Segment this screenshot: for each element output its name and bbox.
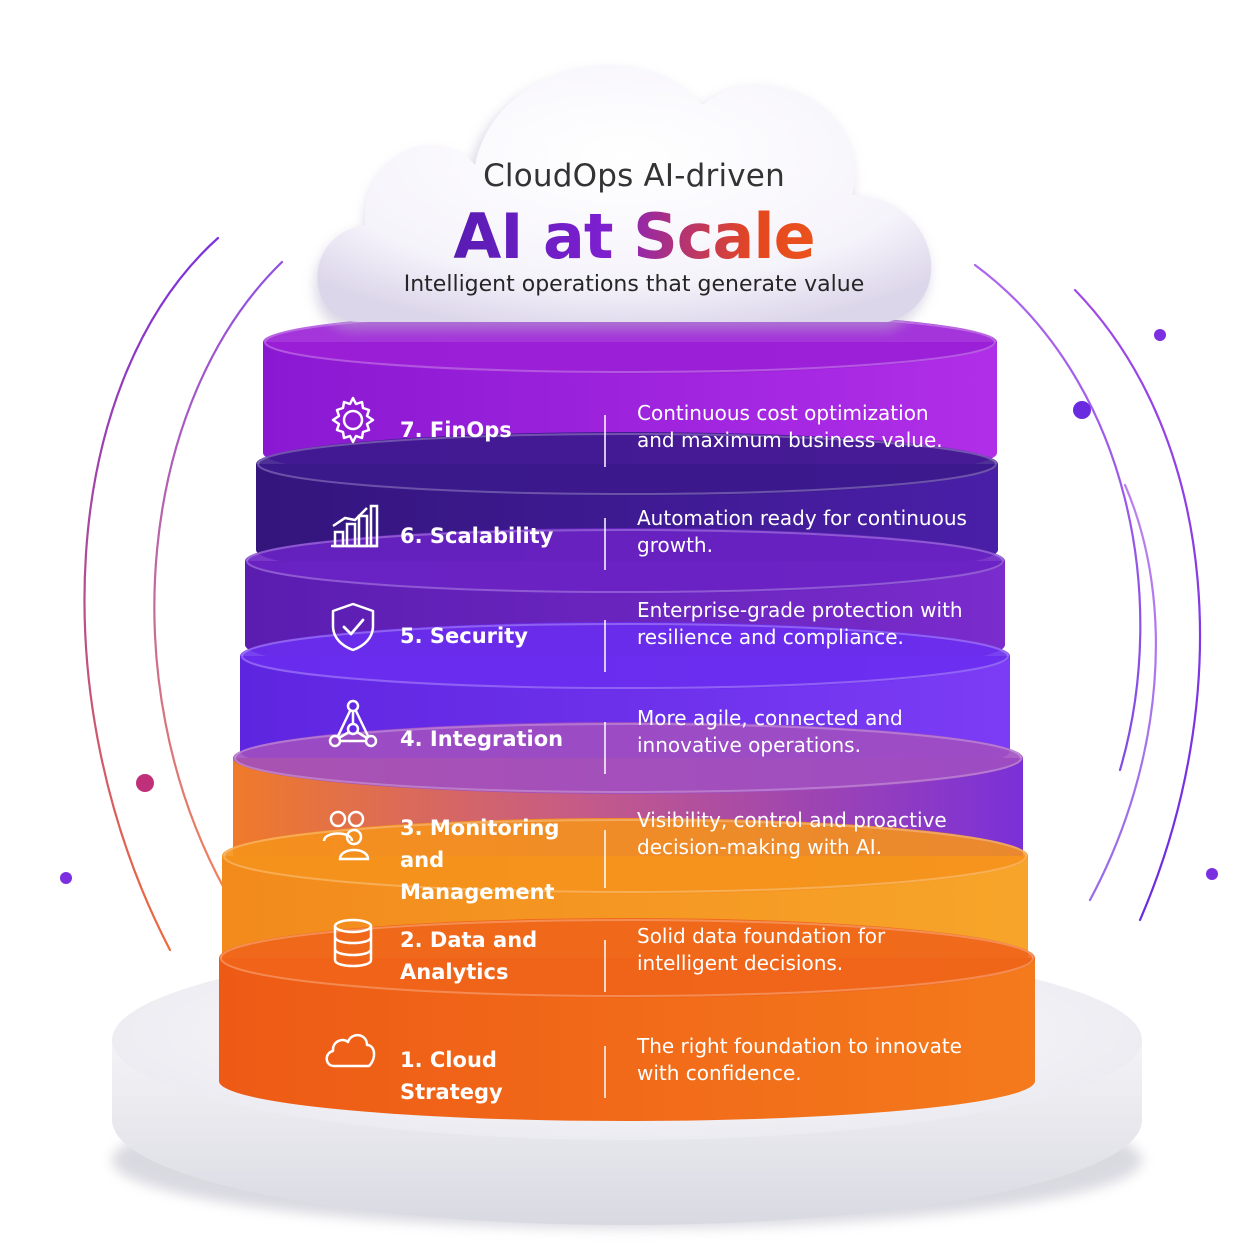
arc-right-small [1088,483,1157,902]
layer-2-description: Solid data foundation for intelligent de… [637,924,886,975]
dot [1206,868,1218,880]
database-icon [325,916,381,972]
layer-5-label: 5. Security [400,624,528,648]
decorative-dots [60,329,1218,884]
bar-growth-icon [325,498,381,554]
layer-1-description: The right foundation to innovate with co… [637,1034,962,1085]
layer-1-disc [219,918,1035,1121]
layer-1-divider [604,1046,606,1098]
arc-right-outer [1073,288,1202,922]
layer-5-top [245,528,1005,594]
layer-4-divider [604,722,606,774]
layer-5-description: Enterprise-grade protection with resilie… [637,598,963,649]
layer-4-label: 4. Integration [400,727,564,751]
layer-3-divider [604,830,606,888]
cloud-subtitle: CloudOps AI-driven [483,158,785,194]
arc-left-inner [153,260,284,892]
layer-6-description: Automation ready for continuous growth. [637,506,967,557]
layer-6-divider [604,518,606,570]
arc-right-inner [973,263,1142,772]
layer-2-divider [604,940,606,992]
layer-4-rim [241,623,1009,689]
dot [60,872,72,884]
layer-2-top [222,818,1028,894]
layer-7-label: 7. FinOps [400,418,512,442]
cloud-icon [320,1022,376,1078]
layer-2-label: 2. Data and Analytics [400,928,538,984]
decorative-arcs [83,236,1202,952]
layer-3-rim [234,723,1022,793]
layer-1-top [219,918,1035,998]
dot [136,774,154,792]
tagline: Intelligent operations that generate val… [403,272,865,297]
layer-7-description: Continuous cost optimization and maximum… [637,401,943,452]
layer-1-side [219,958,1035,1121]
layer-3-description: Visibility, control and proactive decisi… [637,808,947,859]
cloud [314,64,932,330]
layer-2-rim [223,819,1027,893]
layer-1-rim [220,919,1034,997]
dot [1073,401,1091,419]
gear-icon [325,392,381,448]
users-icon [318,805,374,861]
layer-4-top [240,622,1010,690]
layer-1-label: 1. Cloud Strategy [400,1048,503,1104]
layer-4-description: More agile, connected and innovative ope… [637,706,903,757]
layer-6-rim [257,433,997,495]
shield-check-icon [325,598,381,654]
cloud-shape [317,64,932,322]
layer-3-top [233,722,1023,794]
layer-6-label: 6. Scalability [400,524,554,548]
main-title: AI at Scale [334,200,934,273]
arc-left-outer [83,236,220,952]
layer-5-rim [246,529,1004,593]
layer-6-top [256,432,998,496]
layer-3-label: 3. Monitoring and Management [400,816,560,904]
network-icon [325,697,381,753]
layers [219,310,1035,1121]
dot [1154,329,1166,341]
layer-7-divider [604,415,606,467]
layer-5-divider [604,620,606,672]
